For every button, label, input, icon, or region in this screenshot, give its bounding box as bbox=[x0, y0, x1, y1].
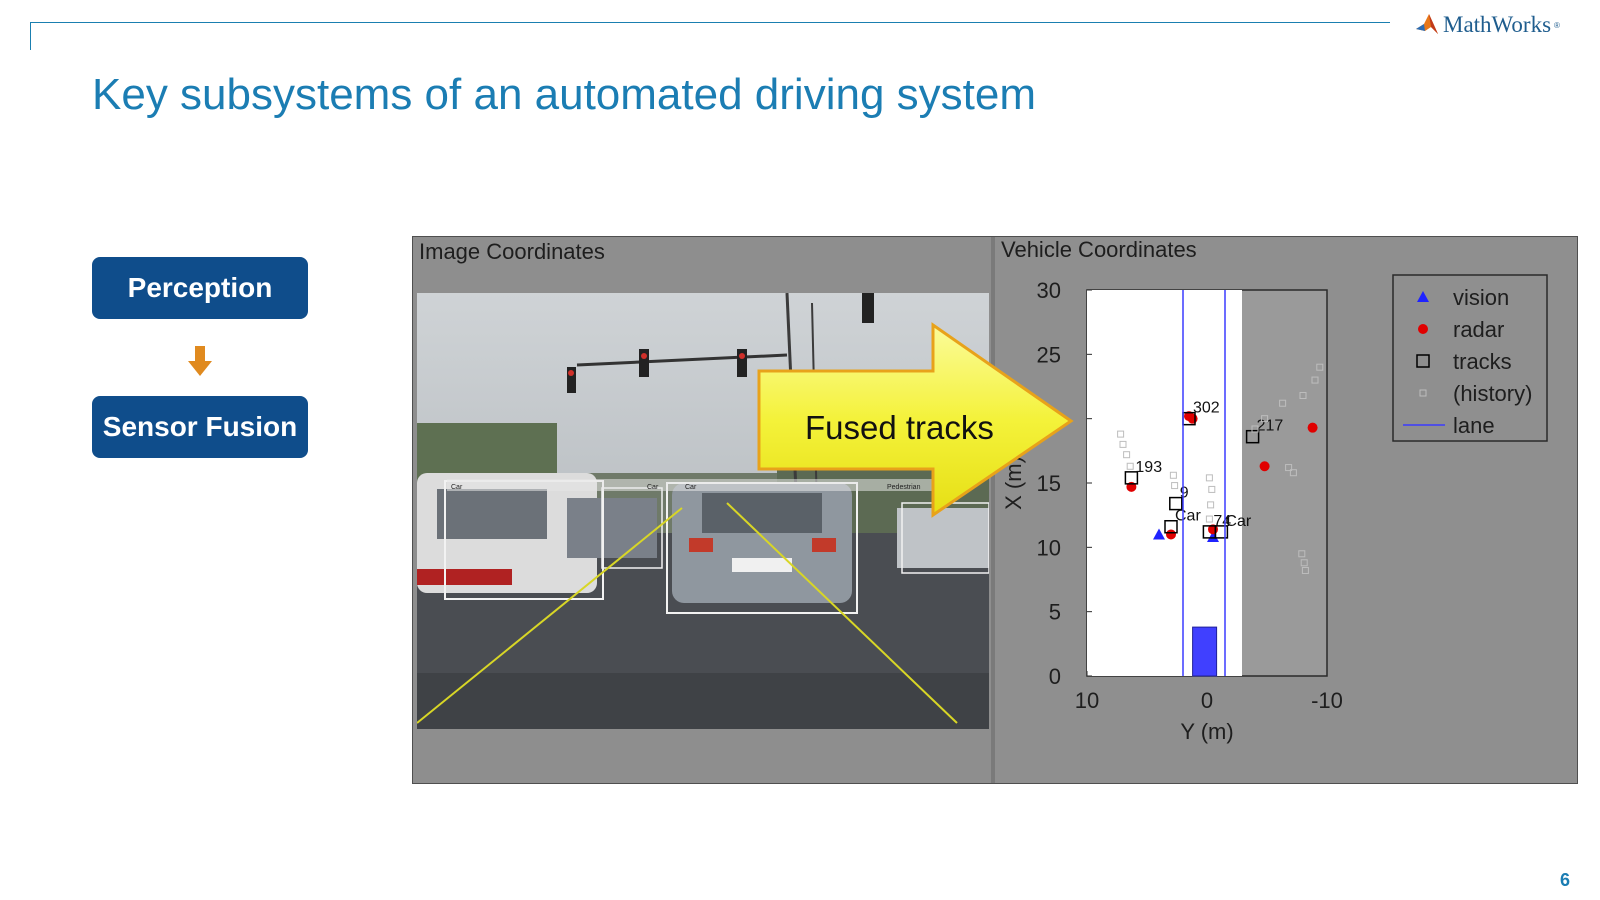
history-point bbox=[1289, 469, 1297, 477]
mathworks-logo: MathWorks® bbox=[1414, 12, 1560, 38]
history-point bbox=[1205, 474, 1213, 482]
y-tick-label: 30 bbox=[1037, 278, 1061, 303]
history-point bbox=[1299, 392, 1307, 400]
logo-registered-mark: ® bbox=[1554, 20, 1560, 30]
y-tick-label: 20 bbox=[1037, 407, 1061, 432]
down-arrow-icon bbox=[188, 346, 212, 376]
history-point bbox=[1279, 399, 1287, 407]
legend-label: radar bbox=[1453, 317, 1504, 342]
history-point bbox=[1301, 566, 1309, 574]
road-area bbox=[1087, 290, 1242, 676]
chart-title: Vehicle Coordinates bbox=[1001, 237, 1197, 262]
track-label: 9 bbox=[1180, 485, 1189, 502]
membrane-icon bbox=[1416, 14, 1438, 34]
legend-swatch-radar bbox=[1418, 324, 1428, 334]
track-point bbox=[1214, 525, 1229, 539]
history-point bbox=[1123, 451, 1131, 459]
vision-point bbox=[1207, 531, 1219, 543]
radar-point bbox=[1166, 529, 1176, 540]
y-tick-label: 15 bbox=[1037, 471, 1061, 496]
detection-label: Car bbox=[647, 484, 659, 491]
history-point bbox=[1205, 515, 1213, 523]
history-point bbox=[1311, 376, 1319, 384]
history-point bbox=[1171, 482, 1179, 490]
page-number: 6 bbox=[1560, 870, 1571, 890]
fusion-visualization: Image Coordinates bbox=[412, 236, 1578, 784]
y-tick-label: 10 bbox=[1037, 535, 1061, 560]
history-point bbox=[1117, 430, 1125, 438]
track-label: Car bbox=[1175, 508, 1201, 525]
y-tick-label: 5 bbox=[1049, 600, 1061, 625]
track-point bbox=[1245, 429, 1260, 444]
track-point bbox=[1169, 496, 1183, 511]
sensor-fusion-box: Sensor Fusion bbox=[92, 396, 308, 458]
y-tick-label: 25 bbox=[1037, 342, 1061, 367]
track-label: Car bbox=[1225, 513, 1251, 530]
track-point bbox=[1124, 471, 1139, 485]
legend-swatch-history bbox=[1419, 389, 1427, 397]
history-point bbox=[1261, 415, 1269, 423]
x-tick-label: -10 bbox=[1311, 688, 1343, 713]
legend-label: tracks bbox=[1453, 349, 1512, 374]
x-axis-label: Y (m) bbox=[1180, 719, 1233, 744]
page-title: Key subsystems of an automated driving s… bbox=[92, 70, 1036, 119]
legend-box bbox=[1392, 274, 1548, 442]
chart-legend: vision radar tracks (history) lane bbox=[1392, 274, 1548, 442]
track-label: 193 bbox=[1135, 459, 1162, 476]
history-point bbox=[1169, 471, 1177, 479]
radar-point bbox=[1259, 461, 1270, 472]
history-point bbox=[1207, 501, 1215, 509]
logo-wordmark: MathWorks bbox=[1443, 12, 1552, 37]
history-point bbox=[1316, 363, 1324, 371]
header-rule-tick bbox=[30, 22, 31, 50]
legend-label: vision bbox=[1453, 285, 1509, 310]
legend-label: (history) bbox=[1453, 381, 1532, 406]
vision-point bbox=[1153, 528, 1165, 540]
header-rule bbox=[30, 22, 1390, 23]
history-point bbox=[1300, 559, 1308, 567]
legend-swatch-vision bbox=[1417, 291, 1429, 302]
history-point bbox=[1119, 440, 1127, 448]
callout-label: Fused tracks bbox=[805, 409, 994, 446]
legend-swatch-tracks bbox=[1416, 354, 1430, 368]
camera-view: Car Car Car Pedestrian bbox=[417, 293, 989, 729]
track-point bbox=[1164, 519, 1178, 534]
image-coordinates-title: Image Coordinates bbox=[419, 239, 605, 264]
ego-vehicle bbox=[1192, 626, 1218, 677]
track-label: 217 bbox=[1257, 418, 1284, 435]
perception-box: Perception bbox=[92, 257, 308, 319]
detection-label: Car bbox=[451, 484, 463, 491]
legend-label: lane bbox=[1453, 413, 1495, 438]
history-point bbox=[1251, 425, 1259, 433]
history-point bbox=[1285, 464, 1293, 472]
y-tick-label: 0 bbox=[1049, 664, 1061, 689]
history-point bbox=[1298, 550, 1306, 558]
x-tick-label: 0 bbox=[1201, 688, 1213, 713]
history-point bbox=[1126, 462, 1134, 470]
radar-point bbox=[1307, 422, 1318, 433]
y-axis-label: X (m) bbox=[1001, 456, 1026, 510]
detection-label: Car bbox=[685, 484, 697, 491]
history-point bbox=[1208, 485, 1216, 493]
track-label: 302 bbox=[1193, 400, 1220, 417]
detection-label: Pedestrian bbox=[887, 484, 921, 491]
x-tick-label: 10 bbox=[1075, 688, 1099, 713]
